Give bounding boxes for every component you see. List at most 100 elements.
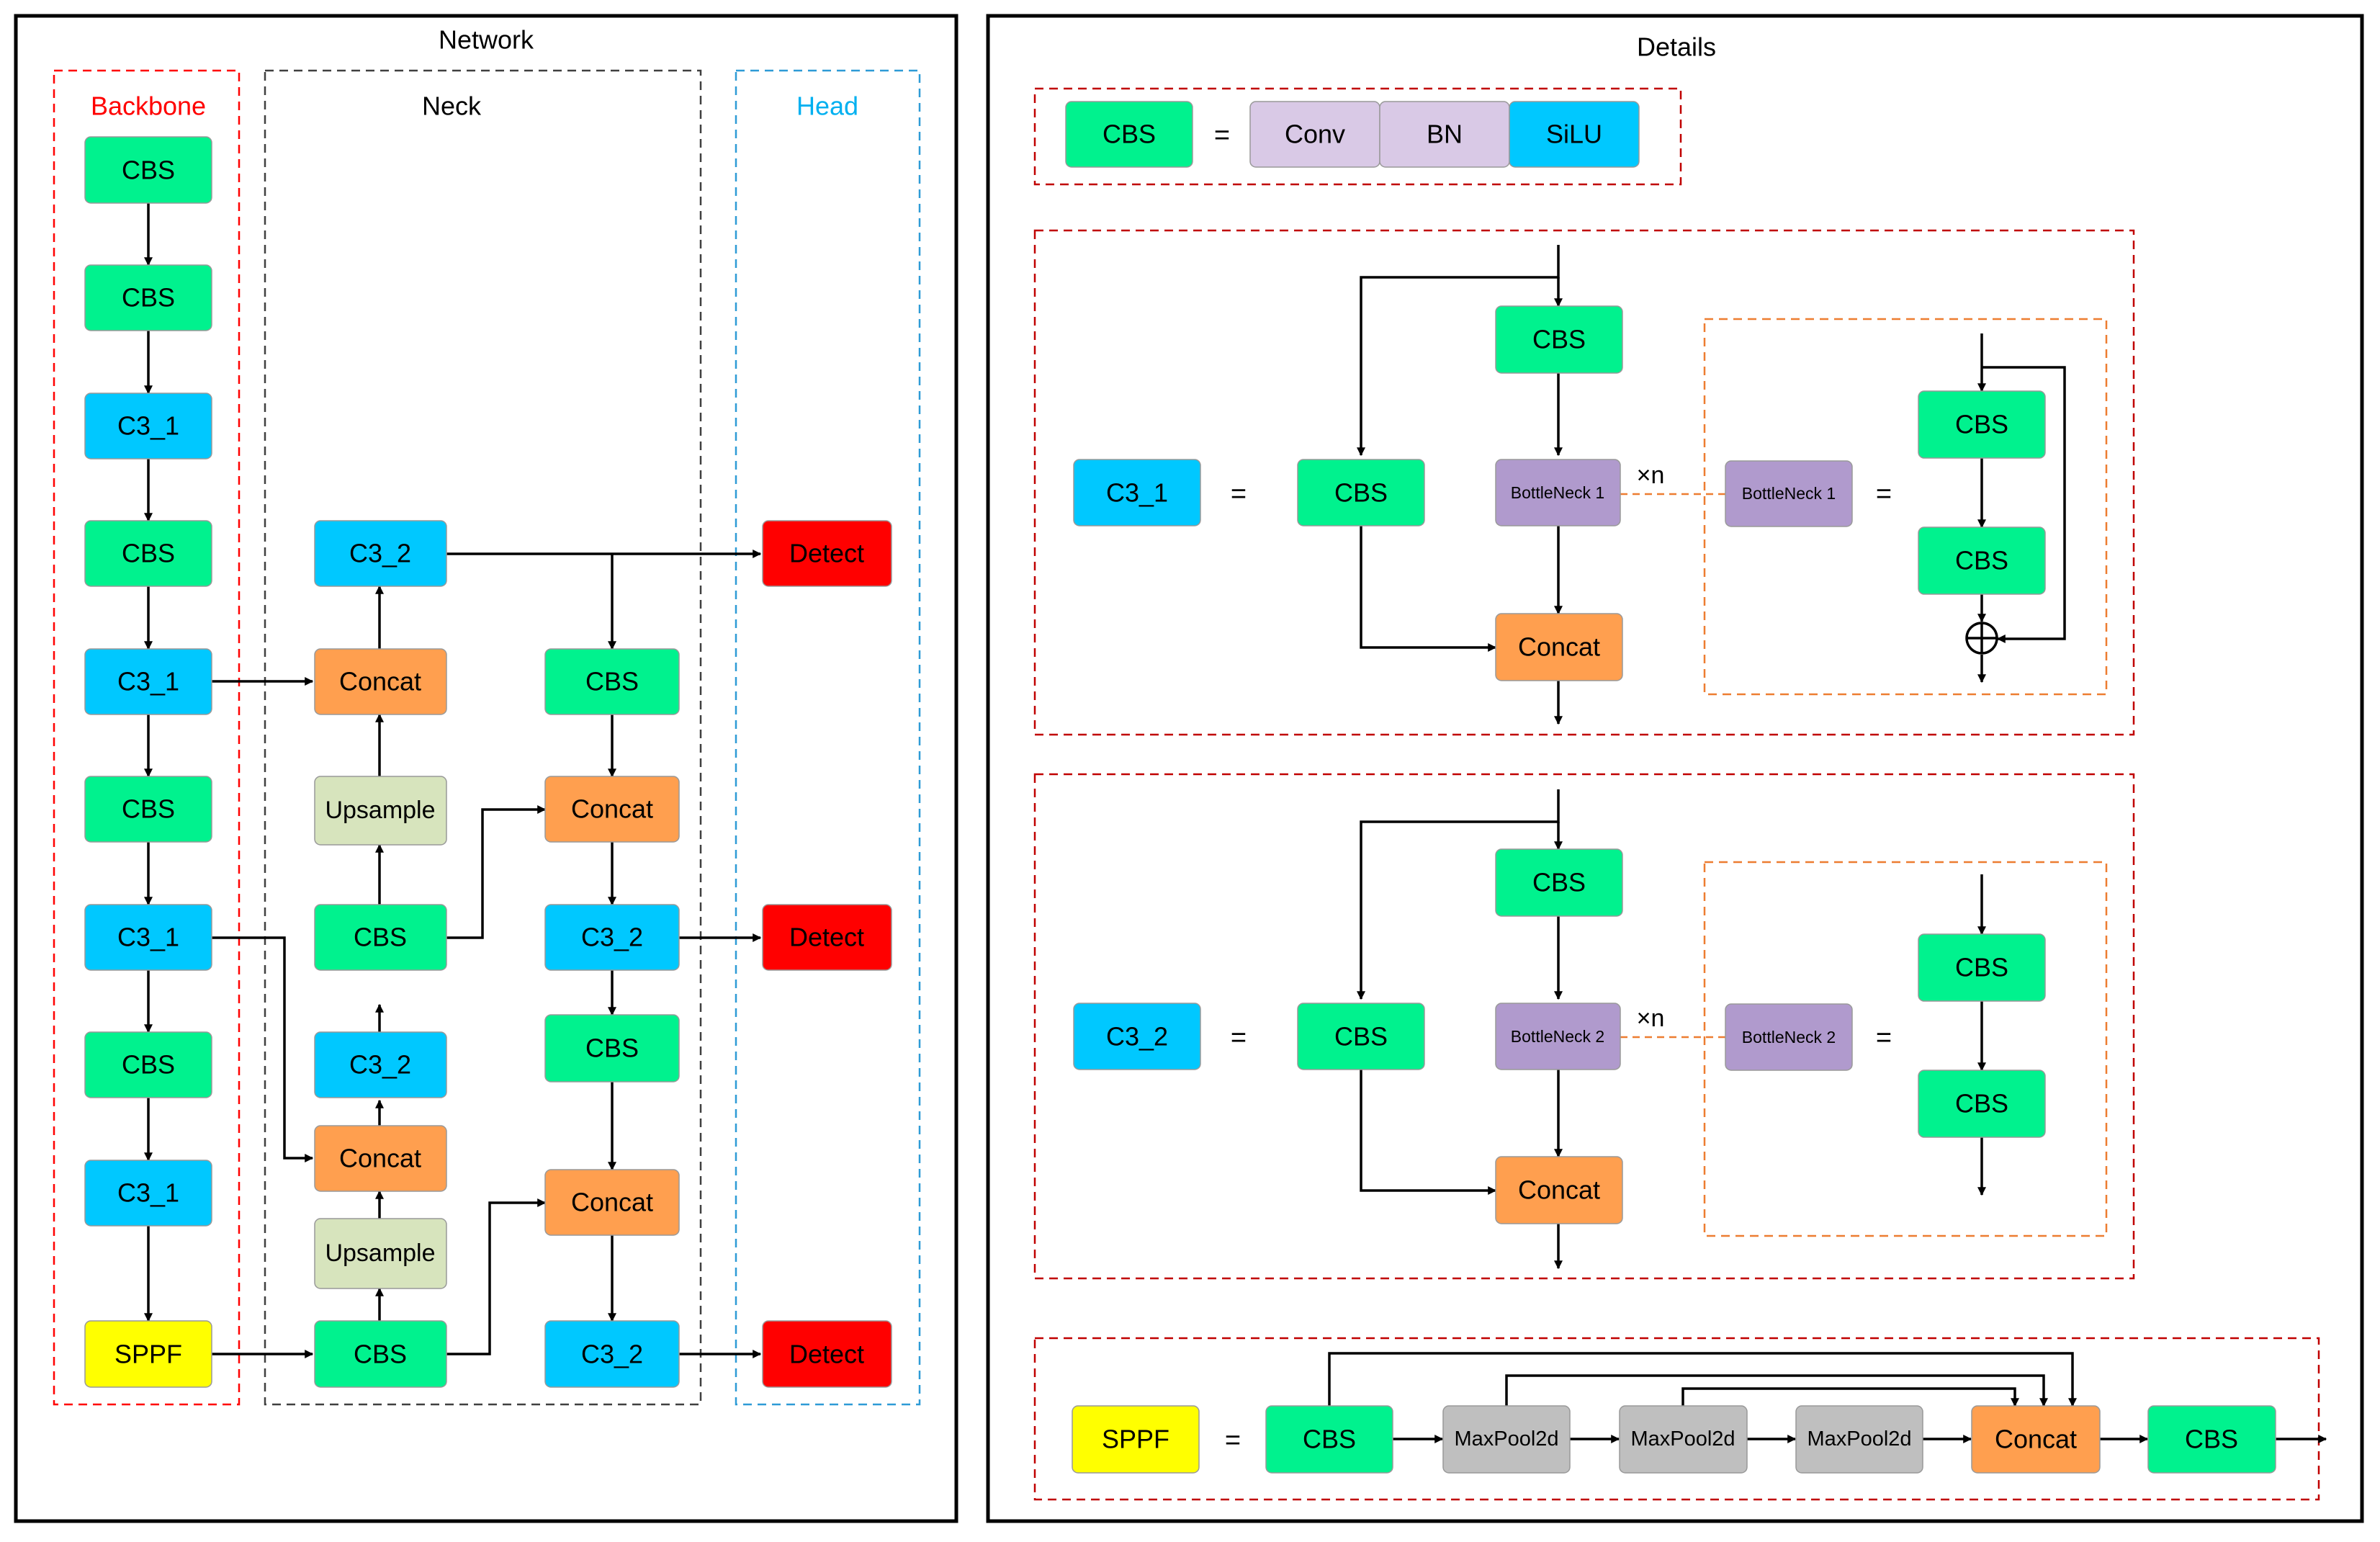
head-section-label: Head	[796, 91, 858, 121]
svg-text:Conv: Conv	[1285, 120, 1345, 149]
neck-c3-2-right-2: C3_2	[544, 1320, 680, 1388]
neck-concat-1: Concat	[314, 648, 447, 715]
sppf-maxpool-2: MaxPool2d	[1619, 1405, 1748, 1474]
svg-text:CBS: CBS	[1532, 868, 1586, 897]
svg-text:CBS: CBS	[1103, 120, 1156, 149]
neck-concat-4: Concat	[544, 1169, 680, 1236]
svg-text:CBS: CBS	[1955, 546, 2008, 575]
backbone-c3-1-d: C3_1	[84, 1160, 212, 1227]
svg-text:CBS: CBS	[1334, 478, 1388, 508]
svg-text:BottleNeck 1: BottleNeck 1	[1511, 483, 1604, 502]
neck-concat-2: Concat	[314, 1125, 447, 1192]
svg-text:C3_1: C3_1	[117, 923, 179, 952]
detail-c3-2: C3_2	[1073, 1003, 1201, 1070]
head-detect-1: Detect	[762, 520, 892, 587]
backbone-section	[53, 69, 241, 1406]
svg-text:CBS: CBS	[122, 1050, 175, 1080]
backbone-cbs-2: CBS	[84, 264, 212, 331]
backbone-sppf: SPPF	[84, 1320, 212, 1388]
svg-text:BN: BN	[1427, 120, 1463, 149]
neck-c3-2-top: C3_2	[314, 520, 447, 587]
svg-text:MaxPool2d: MaxPool2d	[1807, 1427, 1911, 1451]
c3-1-equals: =	[1231, 479, 1247, 509]
detail-cbs: CBS	[1065, 101, 1193, 168]
svg-text:Concat: Concat	[571, 794, 653, 824]
head-detect-2: Detect	[762, 904, 892, 971]
bottleneck2-equals: =	[1876, 1023, 1892, 1053]
head-section	[735, 69, 921, 1406]
neck-c3-2-mid: C3_2	[314, 1031, 447, 1098]
neck-c3-2-right-1: C3_2	[544, 904, 680, 971]
svg-text:CBS: CBS	[354, 1340, 407, 1369]
c3-1-detail-concat: Concat	[1495, 613, 1623, 681]
svg-text:CBS: CBS	[585, 1034, 639, 1063]
svg-text:Concat: Concat	[339, 667, 421, 696]
network-panel-title: Network	[439, 25, 534, 55]
backbone-c3-1-a: C3_1	[84, 393, 212, 460]
details-panel	[986, 14, 2364, 1523]
sppf-equals: =	[1225, 1425, 1241, 1456]
neck-upsample-2: Upsample	[314, 1218, 447, 1289]
neck-section-label: Neck	[422, 91, 482, 121]
svg-text:C3_1: C3_1	[117, 411, 179, 441]
bottleneck1-label-box: BottleNeck 1	[1725, 460, 1853, 527]
bottleneck1-equals: =	[1876, 479, 1892, 509]
svg-text:C3_2: C3_2	[581, 923, 643, 952]
svg-text:BottleNeck 2: BottleNeck 2	[1742, 1028, 1836, 1046]
svg-text:C3_2: C3_2	[1106, 1022, 1168, 1052]
bottleneck2-label-box: BottleNeck 2	[1725, 1003, 1853, 1071]
backbone-cbs-1: CBS	[84, 136, 212, 204]
backbone-section-label: Backbone	[91, 91, 206, 121]
svg-text:Upsample: Upsample	[325, 1240, 435, 1267]
svg-text:CBS: CBS	[1334, 1022, 1388, 1052]
svg-text:BottleNeck 2: BottleNeck 2	[1511, 1027, 1604, 1046]
svg-text:SPPF: SPPF	[114, 1340, 182, 1369]
svg-text:CBS: CBS	[2185, 1425, 2238, 1454]
svg-text:CBS: CBS	[1955, 953, 2008, 982]
details-panel-title: Details	[1637, 32, 1716, 62]
svg-text:Concat: Concat	[1518, 632, 1600, 662]
svg-text:C3_1: C3_1	[1106, 478, 1168, 508]
svg-text:Detect: Detect	[789, 923, 864, 952]
c3-2-detail-bottleneck: BottleNeck 2	[1495, 1003, 1621, 1070]
svg-text:SiLU: SiLU	[1546, 120, 1602, 149]
residual-add-icon	[1965, 622, 1998, 655]
sppf-maxpool-1: MaxPool2d	[1442, 1405, 1571, 1474]
svg-text:CBS: CBS	[354, 923, 407, 952]
c3-2-detail-section	[1033, 773, 2135, 1280]
svg-text:CBS: CBS	[585, 667, 639, 696]
svg-text:C3_1: C3_1	[117, 1178, 179, 1208]
neck-concat-3: Concat	[544, 776, 680, 843]
network-connections	[144, 203, 762, 1358]
svg-text:CBS: CBS	[1303, 1425, 1356, 1454]
svg-text:CBS: CBS	[122, 283, 175, 313]
c3-1-detail-cbs-top: CBS	[1495, 305, 1623, 374]
detail-sppf: SPPF	[1072, 1405, 1200, 1474]
head-detect-3: Detect	[762, 1320, 892, 1388]
c3-2-times-n: ×n	[1637, 1005, 1665, 1032]
svg-text:C3_2: C3_2	[349, 1050, 411, 1080]
svg-text:Upsample: Upsample	[325, 797, 435, 824]
backbone-c3-1-c: C3_1	[84, 904, 212, 971]
c3-1-detail-cbs-left: CBS	[1297, 459, 1425, 526]
c3-2-detail-cbs-left: CBS	[1297, 1003, 1425, 1070]
svg-text:Concat: Concat	[1995, 1425, 2077, 1454]
svg-text:C3_1: C3_1	[117, 667, 179, 696]
svg-text:Detect: Detect	[789, 1340, 864, 1369]
c3-2-detail-cbs-top: CBS	[1495, 848, 1623, 917]
network-panel	[14, 14, 958, 1523]
svg-text:CBS: CBS	[122, 156, 175, 185]
svg-text:Detect: Detect	[789, 539, 864, 568]
backbone-cbs-3: CBS	[84, 520, 212, 587]
svg-text:MaxPool2d: MaxPool2d	[1630, 1427, 1735, 1451]
c3-1-detail-section	[1033, 229, 2135, 736]
svg-text:Concat: Concat	[1518, 1175, 1600, 1205]
detail-connections	[1328, 245, 2327, 1443]
backbone-cbs-5: CBS	[84, 1031, 212, 1098]
sppf-maxpool-3: MaxPool2d	[1795, 1405, 1923, 1474]
neck-cbs-4: CBS	[544, 1014, 680, 1082]
neck-cbs-1: CBS	[314, 904, 447, 971]
svg-text:MaxPool2d: MaxPool2d	[1454, 1427, 1558, 1451]
svg-text:SPPF: SPPF	[1102, 1425, 1169, 1454]
